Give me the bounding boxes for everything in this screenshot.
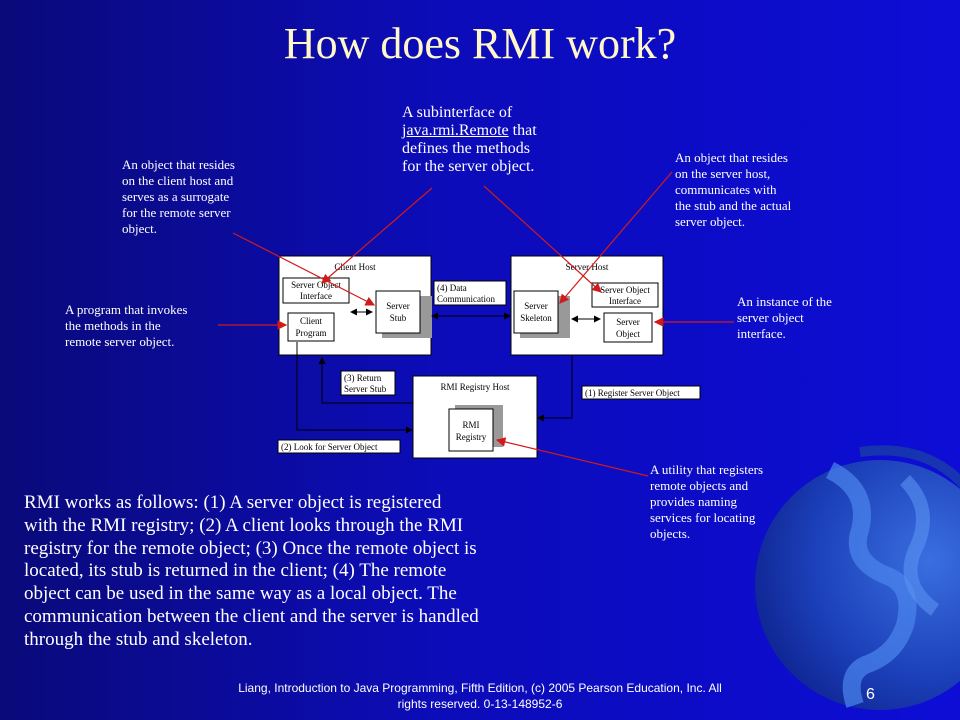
server-skeleton-line1: Server xyxy=(524,301,548,311)
note-line: An object that resides xyxy=(122,157,235,172)
server-skeleton-line2: Skeleton xyxy=(520,313,552,323)
server-object-line2: Object xyxy=(616,329,640,339)
return-stub-line1: (3) Return xyxy=(344,373,382,383)
note-line: server object. xyxy=(675,214,746,229)
rmi-registry-line1: RMI xyxy=(462,420,479,430)
server-object-line1: Server xyxy=(616,317,640,327)
register-label: (1) Register Server Object xyxy=(585,388,680,398)
registry-host-box: RMI Registry Host RMI Registry xyxy=(412,375,538,459)
server-soi-line1: Server Object xyxy=(600,285,650,295)
note-line: communicates with xyxy=(675,182,777,197)
server-stub-box xyxy=(375,290,421,334)
note-line: remote objects and xyxy=(650,478,749,493)
body-text: RMI works as follows: (1) A server objec… xyxy=(24,492,479,650)
data-comm-line2: Communication xyxy=(437,294,495,304)
note-line: the methods in the xyxy=(65,318,161,333)
note-subinterface-line4: for the server object. xyxy=(402,158,535,175)
note-line: services for locating xyxy=(650,510,756,525)
note-line: An instance of the xyxy=(737,294,832,309)
server-stub-line1: Server xyxy=(386,301,410,311)
return-stub-line2: Server Stub xyxy=(344,384,387,394)
note-line: objects. xyxy=(650,526,691,541)
client-program-box xyxy=(287,312,335,342)
server-object-box xyxy=(603,312,653,343)
code-java-rmi-remote: java.rmi.Remote xyxy=(402,122,509,139)
client-host-box: Client Host Server Object Interface Clie… xyxy=(278,255,432,356)
note-line: serves as a surrogate xyxy=(122,189,230,204)
slide-title: How does RMI work? xyxy=(283,19,677,68)
note-line: the stub and the actual xyxy=(675,198,792,213)
lookup-label-box xyxy=(277,439,401,454)
client-soi-line2: Interface xyxy=(300,291,332,301)
note-subinterface-line1: A subinterface of xyxy=(402,104,513,121)
note-subinterface-that: that xyxy=(508,122,537,139)
note-line: A program that invokes xyxy=(65,302,188,317)
lookup-label: (2) Look for Server Object xyxy=(281,442,378,452)
leader-registry xyxy=(495,437,649,477)
page-number: 6 xyxy=(866,686,875,703)
client-host-label: Client Host xyxy=(334,262,376,272)
footer-line1: Liang, Introduction to Java Programming,… xyxy=(238,681,722,695)
note-line: An object that resides xyxy=(675,150,788,165)
note-client-program: A program that invokes the methods in th… xyxy=(65,302,225,350)
note-rmi-registry: A utility that registers remote objects … xyxy=(650,462,800,542)
client-program-line2: Program xyxy=(296,328,327,338)
client-soi-box xyxy=(282,277,350,304)
register-label-box xyxy=(581,385,701,400)
note-line: server object xyxy=(737,310,804,325)
note-line: provides naming xyxy=(650,494,738,509)
leader-subinterface xyxy=(321,187,433,284)
leader-subinterface-2 xyxy=(483,185,602,293)
client-program-line1: Client xyxy=(300,316,322,326)
note-server-object: An instance of the server object interfa… xyxy=(737,294,867,342)
server-soi-line2: Interface xyxy=(609,296,641,306)
note-line: interface. xyxy=(737,326,786,341)
footer-line2: rights reserved. 0-13-148952-6 xyxy=(397,697,563,711)
return-stub-label-box xyxy=(340,370,396,396)
data-comm-line1: (4) Data xyxy=(437,283,467,293)
note-line: A utility that registers xyxy=(650,462,764,477)
note-line: object. xyxy=(122,221,158,236)
note-server-stub: An object that resides on the client hos… xyxy=(122,157,272,237)
note-line: on the server host, xyxy=(675,166,771,181)
data-comm-label-box xyxy=(433,280,507,306)
server-host-label: Server Host xyxy=(566,262,609,272)
note-subinterface-line3: defines the methods xyxy=(402,140,530,157)
server-stub-line2: Stub xyxy=(390,313,407,323)
leader-skeleton xyxy=(559,171,673,304)
note-line: remote server object. xyxy=(65,334,175,349)
rmi-registry-box xyxy=(448,408,494,452)
client-soi-line1: Server Object xyxy=(291,280,341,290)
note-line: on the client host and xyxy=(122,173,234,188)
rmi-registry-line2: Registry xyxy=(456,432,487,442)
note-subinterface-line2: java.rmi.Remote that xyxy=(402,122,577,140)
note-subinterface: A subinterface of java.rmi.Remote that d… xyxy=(402,104,577,176)
leader-stub xyxy=(232,232,376,306)
server-skeleton-box xyxy=(513,290,559,334)
note-line: for the remote server xyxy=(122,205,231,220)
footer: Liang, Introduction to Java Programming,… xyxy=(185,680,775,712)
registry-host-label: RMI Registry Host xyxy=(440,382,510,392)
server-host-box: Server Host Server Object Interface Serv… xyxy=(510,255,664,356)
server-soi-box xyxy=(591,282,659,308)
note-server-skeleton: An object that resides on the server hos… xyxy=(675,150,825,230)
